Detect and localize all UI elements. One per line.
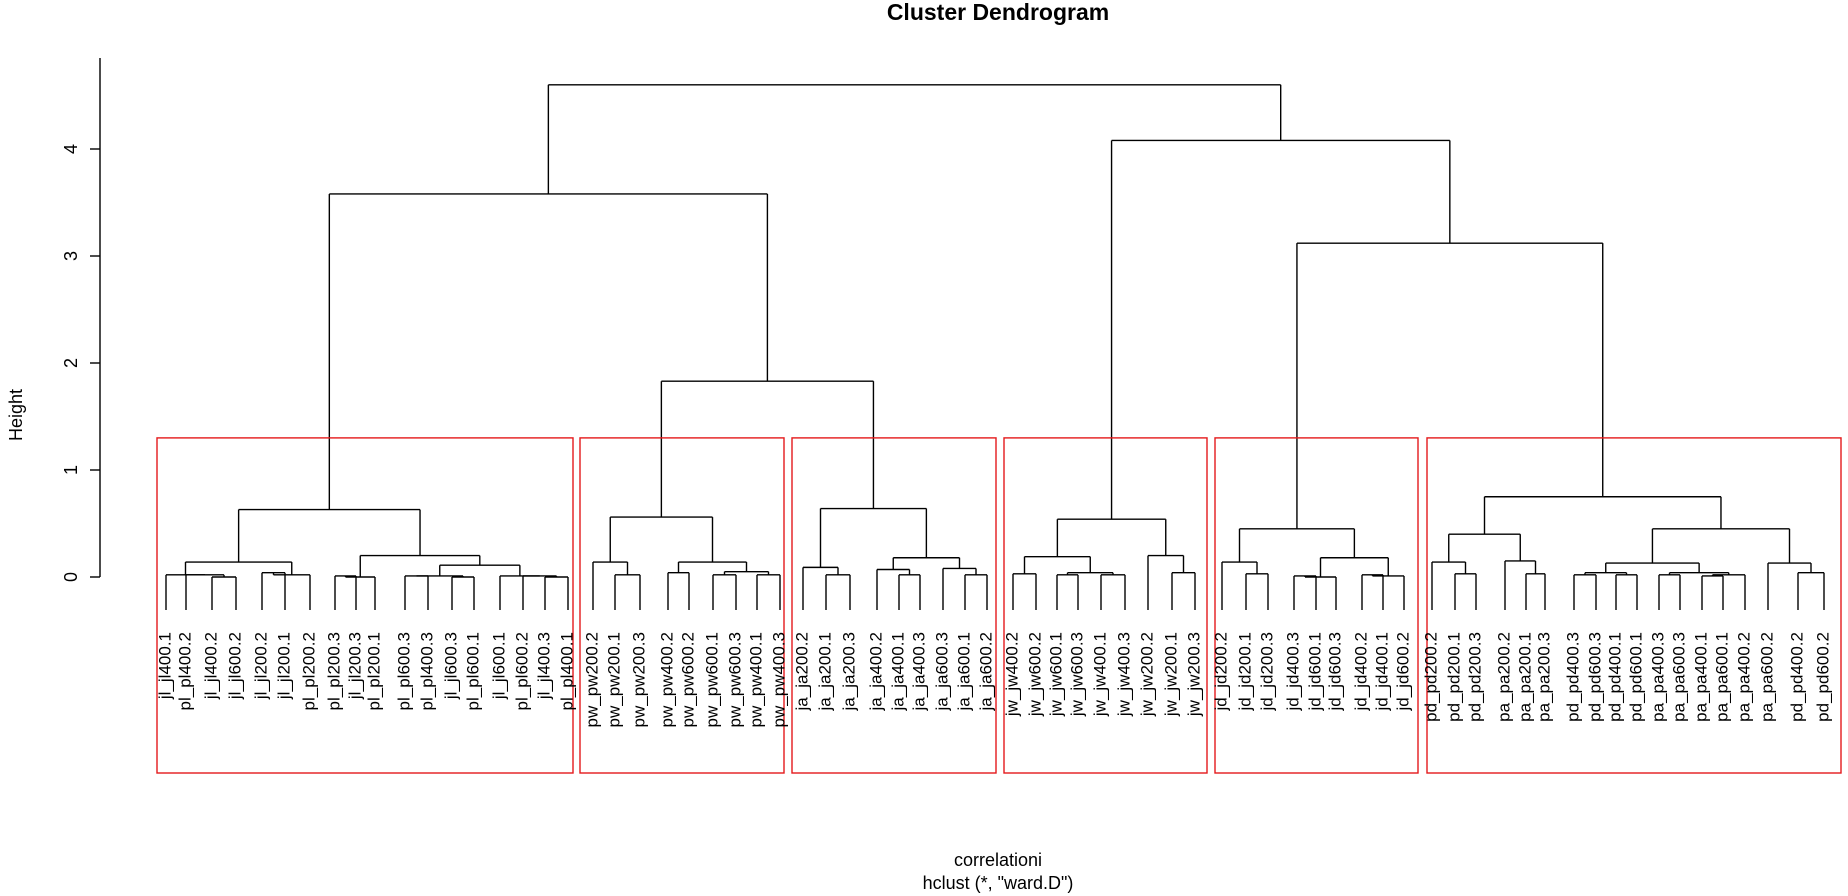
leaf-label: ja_ja400.3 [909, 632, 928, 711]
leaf-label: pd_pd400.3 [1563, 632, 1582, 722]
leaf-label: pd_pd400.2 [1787, 632, 1806, 722]
leaf-label: jw_jw400.2 [1002, 632, 1021, 717]
leaf-label: jw_jw600.3 [1067, 632, 1086, 717]
leaf-label: pa_pa400.1 [1691, 632, 1710, 722]
leaf-label: jd_jd200.1 [1235, 632, 1254, 711]
leaf-label: pl_pl600.1 [463, 632, 482, 710]
cluster-rectangles [156, 437, 1842, 774]
leaf-label: jl_jl600.2 [225, 632, 244, 700]
leaf-label: pw_pw200.3 [629, 632, 648, 727]
leaf-label: ja_ja200.2 [792, 632, 811, 711]
leaf-label: jw_jw200.3 [1184, 632, 1203, 717]
leaf-label: pd_pd600.3 [1585, 632, 1604, 722]
leaf-label: ja_ja600.3 [932, 632, 951, 711]
leaf-label: pd_pd600.2 [1813, 632, 1832, 722]
y-tick-label: 2 [61, 358, 81, 368]
leaf-label: ja_ja400.1 [888, 632, 907, 711]
leaf-label: jl_jl400.3 [534, 632, 553, 700]
leaf-label: pd_pd600.1 [1626, 632, 1645, 722]
leaf-label: jd_jd200.3 [1257, 632, 1276, 711]
leaf-label: jd_jd400.3 [1283, 632, 1302, 711]
y-axis-label: Height [6, 389, 26, 441]
leaf-label: pa_pa400.2 [1734, 632, 1753, 722]
leaf-label: jw_jw400.3 [1114, 632, 1133, 717]
y-tick-label: 1 [61, 465, 81, 475]
leaf-label: ja_ja400.2 [866, 632, 885, 711]
leaf-label: jl_jl200.3 [345, 632, 364, 700]
y-tick-label: 4 [61, 144, 81, 154]
leaf-label: jd_jd400.2 [1351, 632, 1370, 711]
y-tick-label: 0 [61, 572, 81, 582]
leaf-label: pw_pw200.1 [604, 632, 623, 727]
cluster-rect [1214, 437, 1419, 774]
leaf-label: pw_pw600.2 [678, 632, 697, 727]
leaf-label: jw_jw600.1 [1046, 632, 1065, 717]
chart-title: Cluster Dendrogram [887, 0, 1109, 25]
leaf-label: pl_pl200.3 [324, 632, 343, 710]
leaf-label: pd_pd200.1 [1444, 632, 1463, 722]
y-axis: 0 1 2 3 4 [61, 58, 101, 582]
dendrogram-branches [165, 84, 1825, 610]
leaf-label: pa_pa200.2 [1494, 632, 1513, 722]
cluster-rect [1003, 437, 1208, 774]
leaf-label: jd_jd600.1 [1305, 632, 1324, 711]
leaf-label: pd_pd200.3 [1465, 632, 1484, 722]
x-axis-label: correlationi [954, 850, 1042, 870]
leaf-label: pw_pw600.1 [702, 632, 721, 727]
leaf-label: pl_pl200.2 [299, 632, 318, 710]
leaf-label: pw_pw200.2 [582, 632, 601, 727]
leaf-label: jw_jw600.2 [1025, 632, 1044, 717]
cluster-rect [1426, 437, 1842, 774]
leaf-label: jw_jw200.2 [1137, 632, 1156, 717]
leaf-label: pa_pa600.3 [1669, 632, 1688, 722]
leaf-label: jl_jl400.1 [155, 632, 174, 700]
leaf-label: jl_jl600.3 [441, 632, 460, 700]
leaf-label: pd_pd200.2 [1421, 632, 1440, 722]
cluster-rect [579, 437, 785, 774]
leaf-label: ja_ja200.3 [839, 632, 858, 711]
leaf-label: pl_pl400.2 [175, 632, 194, 710]
y-tick-label: 3 [61, 251, 81, 261]
leaf-label: pl_pl400.1 [557, 632, 576, 710]
leaf-label: pw_pw400.2 [657, 632, 676, 727]
chart-subtitle: hclust (*, "ward.D") [923, 873, 1074, 893]
leaf-label: pw_pw600.3 [725, 632, 744, 727]
cluster-rect [156, 437, 574, 774]
leaf-label: pa_pa600.1 [1712, 632, 1731, 722]
leaf-label: jd_jd600.2 [1393, 632, 1412, 711]
leaf-label: jw_jw400.1 [1090, 632, 1109, 717]
leaf-label: ja_ja200.1 [815, 632, 834, 711]
leaf-label: jd_jd600.3 [1325, 632, 1344, 711]
leaf-label: pl_pl600.3 [394, 632, 413, 710]
leaf-label: pa_pa400.3 [1648, 632, 1667, 722]
leaf-label: pw_pw400.3 [769, 632, 788, 727]
leaf-label: pa_pa200.3 [1534, 632, 1553, 722]
leaf-label: pl_pl600.2 [512, 632, 531, 710]
cluster-rect [791, 437, 997, 774]
leaf-label: pa_pa200.1 [1515, 632, 1534, 722]
leaf-label: ja_ja600.2 [976, 632, 995, 711]
leaf-label: jl_jl600.1 [489, 632, 508, 700]
leaf-label: jw_jw200.1 [1161, 632, 1180, 717]
leaf-label: pa_pa600.2 [1757, 632, 1776, 722]
leaf-label: jl_jl400.2 [201, 632, 220, 700]
leaf-label: pl_pl400.3 [417, 632, 436, 710]
leaf-label: jl_jl200.2 [251, 632, 270, 700]
leaf-label: jl_jl200.1 [274, 632, 293, 700]
leaf-label: pd_pd400.1 [1605, 632, 1624, 722]
leaf-label: jd_jd400.1 [1372, 632, 1391, 711]
leaf-label: pl_pl200.1 [364, 632, 383, 710]
leaf-label: jd_jd200.2 [1211, 632, 1230, 711]
leaf-label: pw_pw400.1 [746, 632, 765, 727]
leaf-label: ja_ja600.1 [954, 632, 973, 711]
